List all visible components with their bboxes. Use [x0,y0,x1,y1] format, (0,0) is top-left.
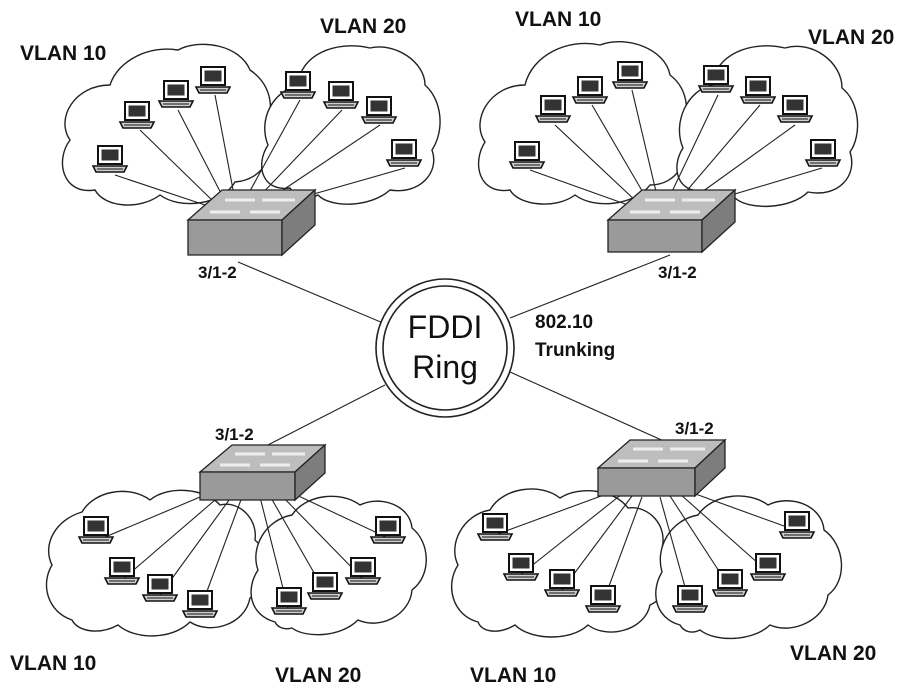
trunk-label-line1: 802.10 [535,312,593,333]
switch-top-right [606,188,737,254]
switch-bottom-right [596,438,727,498]
trunk-label-line2: Trunking [535,340,615,361]
vlan10-cloud-bottom-left [45,489,268,637]
vlan-label-bottom-right-10: VLAN 10 [470,664,556,687]
port-label-top-left: 3/1-2 [198,263,237,282]
vlan-label-top-left-10: VLAN 10 [20,42,106,65]
vlan-label-top-right-10: VLAN 10 [515,8,601,31]
switch-bottom-left [198,443,327,502]
ring-label-line2: Ring [412,349,478,385]
vlan20-cloud-top-left [261,45,441,205]
trunk-links [237,254,671,449]
vlan-label-bottom-left-20: VLAN 20 [275,664,361,687]
vlan-label-top-right-20: VLAN 20 [808,26,894,49]
ring-label-line1: FDDI [408,309,483,345]
port-label-top-right: 3/1-2 [658,263,697,282]
vlan10-cloud-top-right [477,40,688,205]
port-label-bottom-right: 3/1-2 [675,419,714,438]
vlan10-cloud-top-left [61,43,272,206]
fddi-ring: FDDI Ring [375,278,515,418]
port-label-bottom-left: 3/1-2 [215,425,254,444]
switch-top-left [186,188,317,257]
vlan-label-bottom-right-20: VLAN 20 [790,642,876,665]
links-top-left [114,94,406,206]
links-top-right [529,89,823,206]
vlan-label-bottom-left-10: VLAN 10 [10,652,96,675]
vlan-label-top-left-20: VLAN 20 [320,15,406,38]
